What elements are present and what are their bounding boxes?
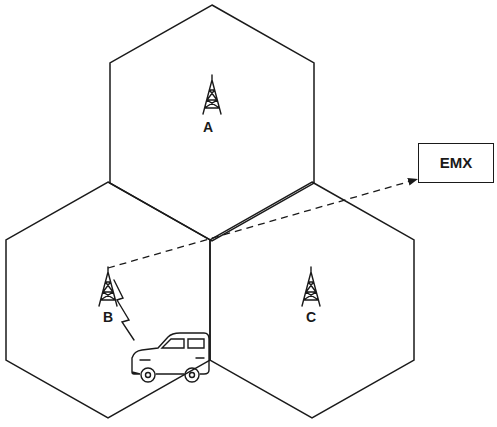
box-label: EMX xyxy=(440,155,473,172)
cell-hexagon: C xyxy=(210,182,414,418)
hexagon-outline xyxy=(210,182,414,418)
cell-label: A xyxy=(203,120,213,135)
antenna-tower xyxy=(203,75,221,114)
antenna-tower xyxy=(99,267,117,306)
cell-label: C xyxy=(306,310,316,325)
radio-link xyxy=(114,280,134,340)
hexagon-outline xyxy=(6,182,210,418)
car xyxy=(132,333,209,382)
antenna-tower xyxy=(302,267,320,306)
cell-hexagon: B xyxy=(6,182,210,418)
cell-label: B xyxy=(103,310,113,325)
switch-box: EMX xyxy=(418,143,494,183)
dashed-link xyxy=(108,179,418,268)
cell-hexagon: A xyxy=(110,5,314,241)
